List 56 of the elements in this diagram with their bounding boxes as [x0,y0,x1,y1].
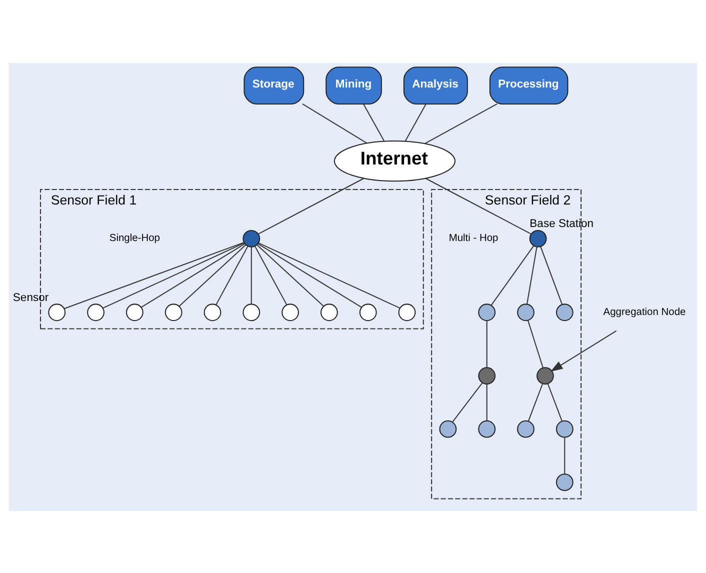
node-circle [556,473,574,491]
node-box: Processing [489,66,568,104]
connector [424,103,498,144]
connector [526,246,538,304]
connector [216,246,248,304]
connector [452,382,483,422]
connector [64,241,244,309]
connector [258,242,400,308]
connector [528,383,543,421]
node-box: Mining [326,66,382,104]
connector [254,246,288,304]
node-box: Analysis [403,66,468,104]
node-circle [439,420,457,438]
arrow [550,330,617,372]
node-circle [517,420,534,438]
connector [564,437,566,474]
connector [363,103,385,141]
node-circle [204,303,222,321]
connector [528,320,544,368]
connector [140,242,246,308]
node-circle [536,366,554,384]
node-circle [529,229,547,247]
node-circle [556,303,574,321]
connector [540,246,562,304]
node-text: Aggregation Node [603,306,686,318]
node-circle [242,303,260,321]
connector [178,244,246,306]
connector [490,245,534,306]
node-box: Storage [244,66,304,104]
node-circle [48,303,66,321]
node-circle [242,229,260,247]
node-circle [282,303,299,321]
node-circle [478,303,496,321]
node-circle [164,303,182,321]
connector [250,246,252,304]
connector [486,320,488,368]
node-circle [320,303,338,321]
node-circle [478,366,496,384]
connector [486,384,488,420]
node-circle [517,303,534,321]
connector [102,242,244,308]
connector [547,383,562,421]
connector [404,103,426,141]
node-circle [398,303,416,321]
node-circle [359,303,377,321]
node-ellipse: Internet [334,140,456,182]
connector [256,244,324,306]
node-label: Base Station [530,218,594,230]
label: Single-Hop [109,232,160,244]
node-circle [478,420,496,438]
connector [302,103,367,143]
node-circle [556,420,574,438]
node-circle [126,303,144,321]
connector [258,242,362,308]
label: Multi - Hop [448,232,498,244]
node-circle [87,303,104,321]
